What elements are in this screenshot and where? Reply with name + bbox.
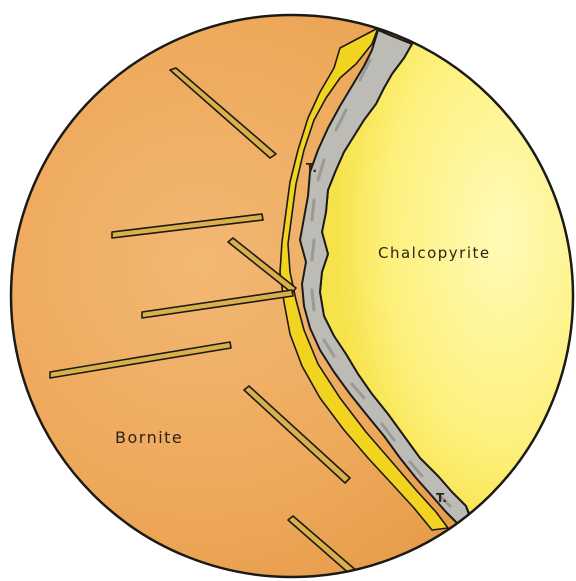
label-bornite: Bornite (115, 428, 183, 447)
label-tennantite-upper: T. (306, 161, 317, 175)
label-chalcopyrite: Chalcopyrite (378, 244, 491, 262)
label-tennantite-lower: T. (436, 491, 447, 505)
